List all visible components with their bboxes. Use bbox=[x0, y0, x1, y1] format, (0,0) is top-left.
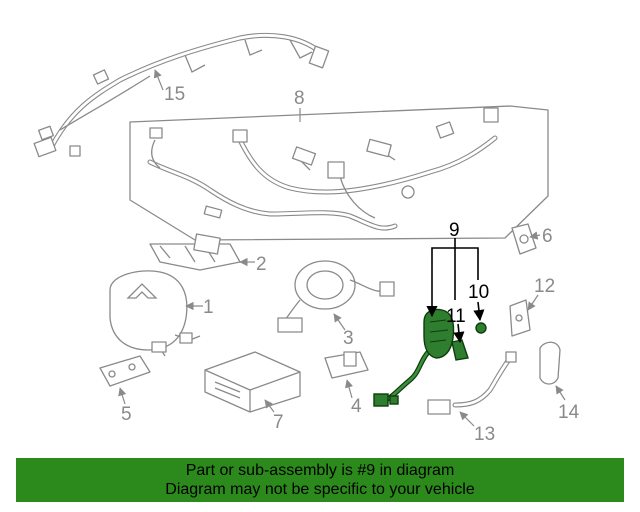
banner-line-1: Part or sub-assembly is #9 in diagram bbox=[185, 462, 455, 479]
part-4-sensor[interactable] bbox=[324, 351, 369, 379]
part-15-curtain-airbag[interactable] bbox=[33, 32, 330, 158]
callout-5: 5 bbox=[121, 404, 132, 425]
part-11-highlighted[interactable] bbox=[451, 339, 469, 361]
part-1-driver-airbag[interactable] bbox=[109, 270, 201, 357]
callout-12: 12 bbox=[534, 276, 555, 297]
callout-14: 14 bbox=[558, 402, 580, 423]
part-6-sensor[interactable] bbox=[511, 223, 537, 255]
part-5-bracket[interactable] bbox=[99, 355, 151, 387]
callout-13: 13 bbox=[474, 424, 495, 445]
callout-8: 8 bbox=[294, 88, 305, 109]
part-9-highlighted[interactable] bbox=[373, 308, 455, 407]
part-7-srs-unit[interactable] bbox=[204, 351, 301, 413]
part-2-connector-assembly[interactable] bbox=[149, 233, 241, 271]
callout-9: 9 bbox=[449, 220, 460, 241]
part-8-harness-group[interactable] bbox=[129, 105, 549, 241]
part-12-sensor[interactable] bbox=[509, 299, 531, 337]
callout-1: 1 bbox=[203, 297, 214, 318]
parts-diagram: 15 8 2 1 3 4 5 7 6 12 13 14 9 10 11 bbox=[33, 32, 580, 445]
part-10-highlighted[interactable] bbox=[475, 322, 487, 334]
banner-line-2: Diagram may not be specific to your vehi… bbox=[165, 481, 475, 498]
leader-lines bbox=[118, 69, 566, 427]
callout-2: 2 bbox=[256, 254, 267, 275]
callout-10: 10 bbox=[468, 282, 489, 303]
callout-15: 15 bbox=[164, 84, 185, 105]
part-13-harness[interactable] bbox=[427, 351, 517, 415]
callout-7: 7 bbox=[273, 412, 284, 433]
callout-11: 11 bbox=[446, 306, 466, 327]
callout-6: 6 bbox=[542, 226, 553, 247]
part-14-side-airbag[interactable] bbox=[539, 341, 561, 385]
callout-3: 3 bbox=[343, 328, 354, 349]
part-3-clock-spring[interactable] bbox=[277, 260, 395, 333]
callout-4: 4 bbox=[351, 396, 362, 417]
info-banner: Part or sub-assembly is #9 in diagram Di… bbox=[16, 458, 624, 502]
